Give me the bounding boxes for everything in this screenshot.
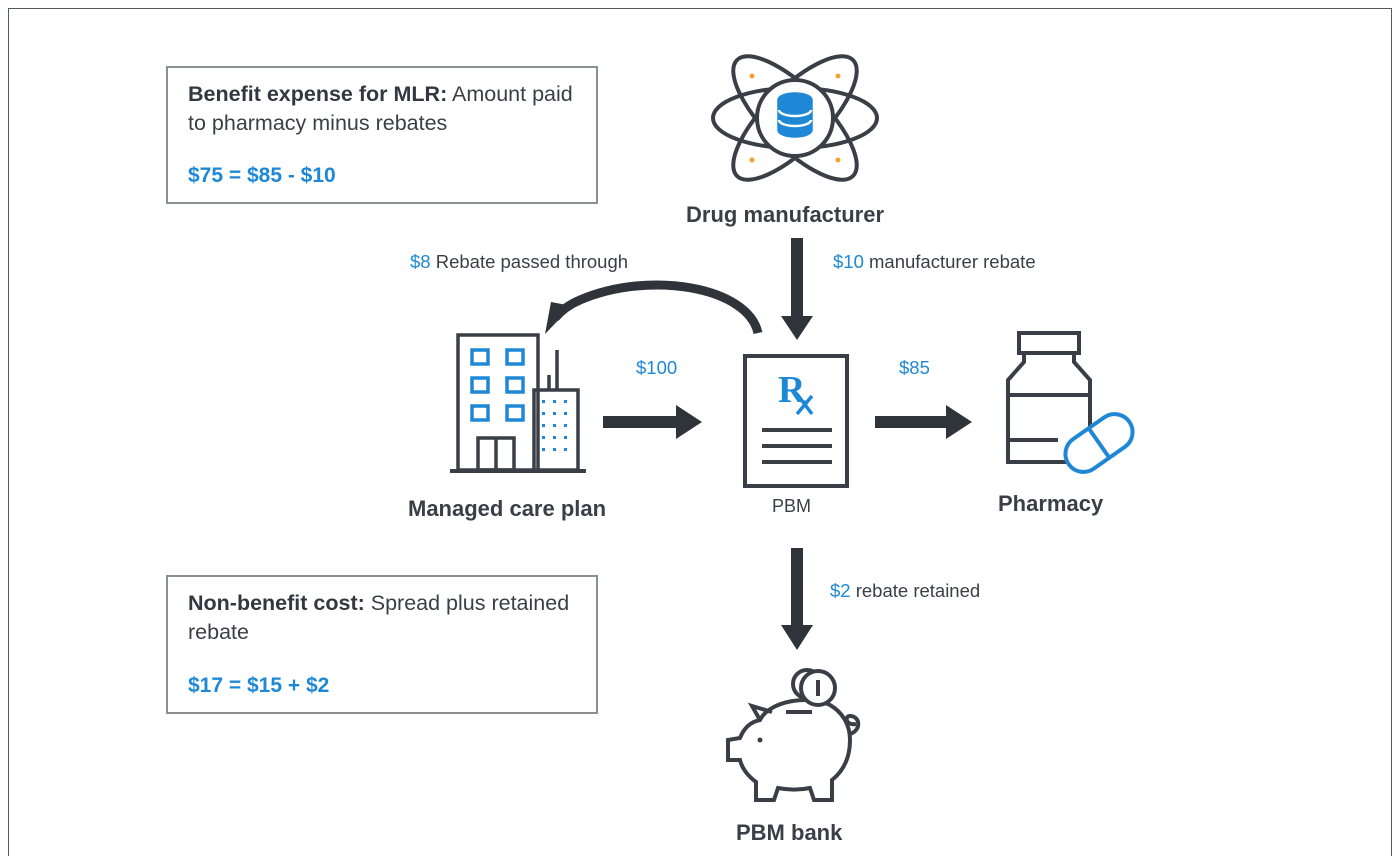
rebate-retained-text: rebate retained [850, 580, 981, 601]
rebate-passed-amount: $8 [410, 251, 431, 272]
benefit-expense-formula: $75 = $85 - $10 [188, 164, 336, 187]
piggy-bank-icon [726, 668, 861, 802]
managed-care-plan-label: Managed care plan [408, 496, 607, 521]
benefit-expense-text: Amount paid to pharmacy minus rebates [188, 82, 573, 135]
pill-icon [1063, 412, 1135, 474]
benefit-expense-description: Benefit expense for MLR: Amount paid to … [188, 80, 583, 138]
rebate-retained-label: $2 rebate retained [830, 580, 980, 602]
rx-symbol: R [778, 369, 806, 411]
benefit-expense-title: Benefit expense for MLR: [188, 82, 448, 106]
non-benefit-cost-box: Non-benefit cost: Spread plus retained r… [166, 575, 598, 714]
non-benefit-cost-formula: $17 = $15 + $2 [188, 674, 330, 697]
pbm-to-pharmacy-amount: $85 [899, 357, 930, 378]
non-benefit-cost-text: Spread plus retained rebate [188, 591, 570, 644]
atom-database-icon [711, 54, 879, 182]
pill-bottle-icon [1006, 331, 1135, 474]
pharmacy-label: Pharmacy [998, 491, 1104, 516]
drug-manufacturer-label: Drug manufacturer [686, 202, 885, 227]
arrow-manufacturer-to-pbm [781, 238, 813, 340]
arrow-plan-to-pbm [603, 405, 702, 439]
manufacturer-rebate-label: $10 manufacturer rebate [833, 251, 1036, 273]
arrow-rebate-passed-through [545, 280, 763, 335]
rebate-passed-text: Rebate passed through [430, 251, 629, 272]
pbm-label: PBM [772, 496, 812, 516]
arrow-pbm-to-bank [781, 548, 813, 650]
arrow-pbm-to-pharmacy [875, 405, 972, 439]
benefit-expense-box: Benefit expense for MLR: Amount paid to … [166, 66, 598, 204]
database-icon [777, 92, 813, 138]
office-building-icon [450, 333, 586, 473]
manufacturer-rebate-amount: $10 [833, 251, 864, 272]
rebate-retained-amount: $2 [830, 580, 851, 601]
plan-to-pbm-amount: $100 [636, 357, 678, 378]
pbm-bank-label: PBM bank [736, 820, 843, 845]
non-benefit-cost-description: Non-benefit cost: Spread plus retained r… [188, 589, 583, 647]
rebate-passed-through-label: $8 Rebate passed through [410, 251, 628, 273]
prescription-document-icon: R [743, 354, 849, 488]
manufacturer-rebate-text: manufacturer rebate [863, 251, 1036, 272]
non-benefit-cost-title: Non-benefit cost: [188, 591, 365, 615]
building-windows [470, 348, 525, 422]
diagram-frame [8, 8, 1392, 856]
